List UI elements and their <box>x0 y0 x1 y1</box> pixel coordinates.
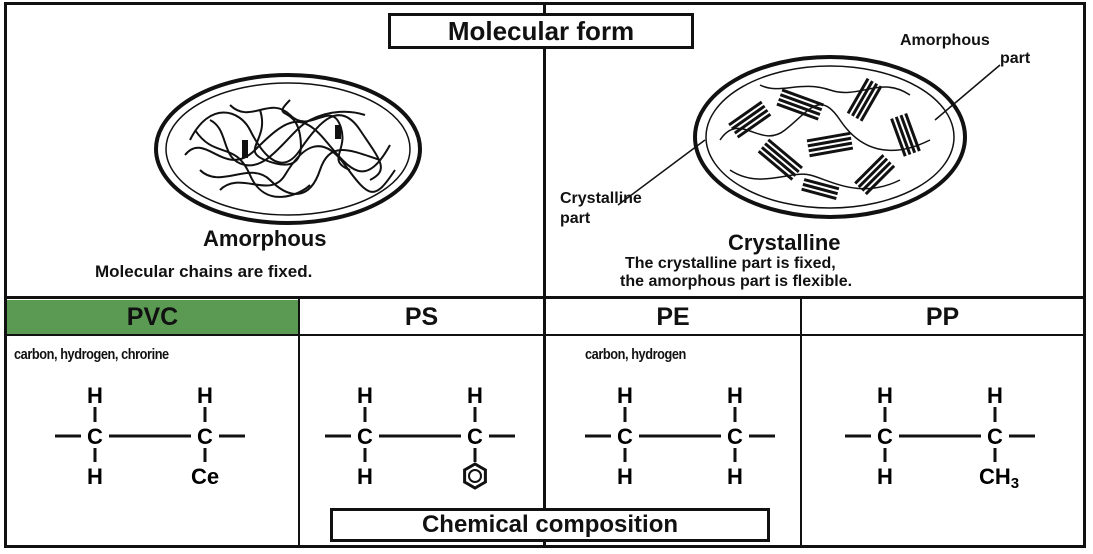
column-header-ps-label: PS <box>404 303 439 331</box>
pe-atom-bottom-left: H <box>617 464 633 489</box>
column-header-pe: PE <box>546 300 800 334</box>
pe-atom-carbon-left: C <box>617 424 633 449</box>
center-divider <box>543 2 546 548</box>
amorphous-label: Amorphous <box>203 226 327 251</box>
column-divider-3 <box>800 298 802 548</box>
crystalline-illustration <box>693 55 967 219</box>
pvc-elements: carbon, hydrogen, chrorine <box>14 346 169 363</box>
ps-atom-carbon-right: C <box>467 424 483 449</box>
column-divider-1 <box>298 298 300 548</box>
column-header-pp-label: PP <box>925 303 960 331</box>
pp-atom-top-left: H <box>877 383 893 408</box>
pp-atom-top-right: H <box>987 383 1003 408</box>
callout-crystalline-part-line1: Crystalline <box>560 190 642 207</box>
ps-atom-top-right: H <box>467 383 483 408</box>
pp-atom-carbon-left: C <box>877 424 893 449</box>
column-header-pe-label: PE <box>656 303 690 331</box>
crystalline-caption-line1: The crystalline part is fixed, <box>625 255 836 272</box>
pp-atom-bottom-right: CH3 <box>979 464 1019 492</box>
pvc-atom-top-left: H <box>87 383 103 408</box>
pp-atom-bottom-left: H <box>877 464 893 489</box>
ps-atom-carbon-left: C <box>357 424 373 449</box>
pe-elements: carbon, hydrogen <box>585 346 686 363</box>
pe-atom-bottom-right: H <box>727 464 743 489</box>
amorphous-chain-illustration <box>154 73 422 225</box>
callout-amorphous-part-line2: part <box>1000 50 1031 67</box>
amorphous-caption: Molecular chains are fixed. <box>95 262 313 281</box>
chemical-composition-title: Chemical composition <box>330 508 770 542</box>
column-header-ps: PS <box>300 300 543 334</box>
crystalline-label: Crystalline <box>728 230 841 255</box>
pvc-atom-bottom-right: Ce <box>191 464 219 489</box>
molecular-form-title: Molecular form <box>388 13 694 49</box>
column-header-pvc-label: PVC <box>126 303 179 331</box>
column-header-pp: PP <box>802 300 1083 334</box>
pe-atom-top-right: H <box>727 383 743 408</box>
pp-atom-carbon-right: C <box>987 424 1003 449</box>
pvc-atom-carbon-right: C <box>197 424 213 449</box>
pvc-atom-bottom-left: H <box>87 464 103 489</box>
column-header-pvc: PVC <box>7 300 298 334</box>
pe-atom-top-left: H <box>617 383 633 408</box>
pvc-atom-top-right: H <box>197 383 213 408</box>
crystalline-caption-line2: the amorphous part is flexible. <box>620 273 853 290</box>
callout-crystalline-part-line2: part <box>560 210 591 227</box>
section-divider <box>4 296 1086 299</box>
callout-amorphous-part-line1: Amorphous <box>900 32 990 49</box>
ps-atom-bottom-left: H <box>357 464 373 489</box>
header-row-divider <box>4 334 1086 336</box>
ps-atom-top-left: H <box>357 383 373 408</box>
pvc-atom-carbon-left: C <box>87 424 103 449</box>
benzene-ring-inner-icon <box>468 469 482 483</box>
benzene-ring-icon <box>463 462 487 490</box>
pe-atom-carbon-right: C <box>727 424 743 449</box>
